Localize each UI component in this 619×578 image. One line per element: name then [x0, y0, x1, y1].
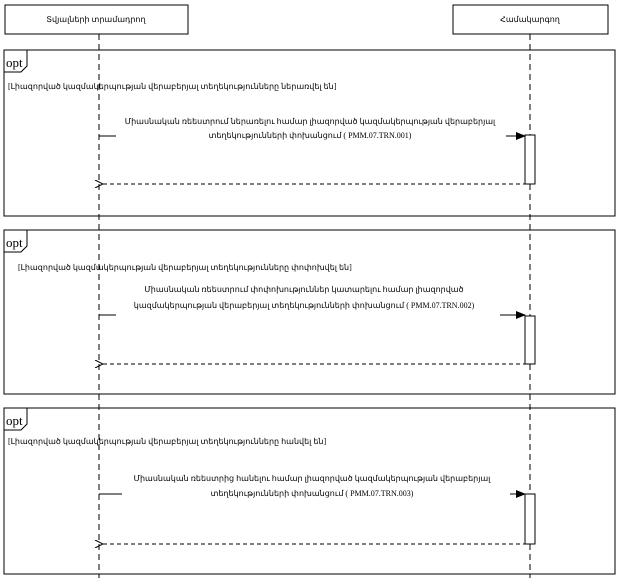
opt-fragment-1: opt [Լիազորված կազմակերպության վերաբերյա… [3, 49, 616, 217]
message-2-line-2: կազմակերպության վերաբերյալ տեղեկությունն… [134, 301, 475, 310]
opt-fragment-3: opt [Լիազորված կազմակերպության վերաբերյա… [3, 407, 616, 575]
participant-data-provider: Տվյալների տրամադրող [4, 4, 189, 35]
message-3-line-2: տեղեկությունների փոխանցում ( PMM.07.TRN.… [211, 489, 414, 498]
participant-coordinator: Համակարգող [452, 4, 609, 35]
participant-data-provider-label: Տվյալների տրամադրող [46, 15, 146, 24]
message-1-line-1: Միասնական ռեեստրում ներառելու համար լիազ… [125, 117, 496, 126]
activation-bar-3 [524, 493, 536, 545]
opt-fragment-3-guard: [Լիազորված կազմակերպության վերաբերյալ տե… [8, 437, 326, 446]
message-3-line-1: Միասնական ռեեստրից հանելու համար լիազորվ… [134, 474, 492, 483]
activation-bar-2 [524, 315, 536, 365]
participant-coordinator-label: Համակարգող [500, 15, 561, 24]
opt-fragment-2: opt [Լիազորված կազմակերպության վերաբերյա… [3, 229, 616, 395]
message-1-line-2: տեղեկությունների փոխանցում ( PMM.07.TRN.… [209, 131, 412, 140]
activation-bar-1 [524, 134, 536, 185]
opt-fragment-2-guard: [Լիազորված կազմակերպության վերաբերյալ տե… [18, 263, 352, 272]
opt-fragment-3-operator: opt [6, 413, 23, 428]
message-2-line-1: Միասնական ռեեստրում փոփոխություններ կատա… [144, 285, 463, 294]
opt-fragment-1-operator: opt [6, 55, 23, 70]
opt-fragment-2-operator: opt [6, 235, 23, 250]
opt-fragment-1-guard: [Լիազորված կազմակերպության վերաբերյալ տե… [8, 82, 337, 91]
